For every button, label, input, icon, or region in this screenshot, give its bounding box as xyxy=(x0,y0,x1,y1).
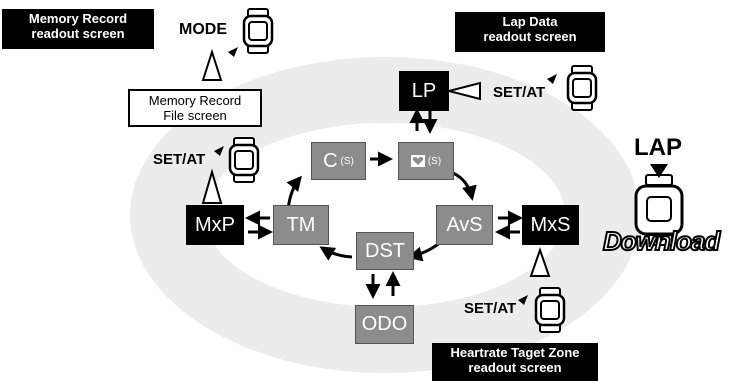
node-mxs[interactable]: MxS xyxy=(522,205,579,245)
heartrate-zone-readout-label: Heartrate Taget Zone readout screen xyxy=(432,343,598,381)
watch-icon xyxy=(566,64,598,112)
node-mxs-label: MxS xyxy=(530,213,571,236)
pointer-triangle xyxy=(529,246,551,277)
node-avs-label: AvS xyxy=(446,213,483,236)
node-odo-label: ODO xyxy=(361,313,408,335)
memory-record-file-label: Memory Record File screen xyxy=(128,89,262,127)
press-arrow-icon xyxy=(228,47,238,57)
node-lp[interactable]: LP xyxy=(399,71,449,111)
node-dst[interactable]: DST xyxy=(356,232,414,270)
cycle-arrows xyxy=(245,108,523,299)
pointer-triangle xyxy=(201,168,223,204)
node-dst-label: DST xyxy=(365,239,405,262)
node-c-label: C xyxy=(323,149,338,172)
heart-icon xyxy=(410,155,425,167)
node-avs[interactable]: AvS xyxy=(436,205,493,245)
inner-ring xyxy=(205,123,565,307)
node-mxp[interactable]: MxP xyxy=(186,205,244,245)
download-text: Download xyxy=(602,225,721,257)
pointer-triangle xyxy=(201,48,223,81)
press-arrow-icon xyxy=(518,295,528,305)
node-c[interactable]: C(S) xyxy=(311,142,366,180)
node-heart[interactable]: (S) xyxy=(398,142,454,180)
set-at-button[interactable]: SET/AT xyxy=(493,84,546,101)
watch-icon xyxy=(242,7,274,55)
node-odo[interactable]: ODO xyxy=(355,305,414,344)
press-arrow-icon xyxy=(214,146,224,156)
download-watch-icon xyxy=(634,164,684,246)
set-at-button[interactable]: SET/AT xyxy=(153,151,206,168)
node-c-sub: (S) xyxy=(340,155,354,167)
pointer-triangle xyxy=(448,81,481,101)
node-lp-label: LP xyxy=(411,79,437,102)
set-at-button[interactable]: SET/AT xyxy=(464,300,517,317)
lap-button[interactable]: LAP xyxy=(634,134,682,161)
node-tm[interactable]: TM xyxy=(273,205,329,245)
lap-data-readout-label: Lap Data readout screen xyxy=(455,12,605,52)
node-heart-sub: (S) xyxy=(427,155,442,167)
watch-icon xyxy=(534,286,566,334)
mode-button[interactable]: MODE xyxy=(179,21,227,38)
memory-record-readout-label: Memory Record readout screen xyxy=(2,9,154,49)
watch-icon xyxy=(228,136,260,184)
press-arrow-icon xyxy=(547,74,557,84)
node-mxp-label: MxP xyxy=(195,213,235,236)
node-tm-label: TM xyxy=(286,213,316,236)
